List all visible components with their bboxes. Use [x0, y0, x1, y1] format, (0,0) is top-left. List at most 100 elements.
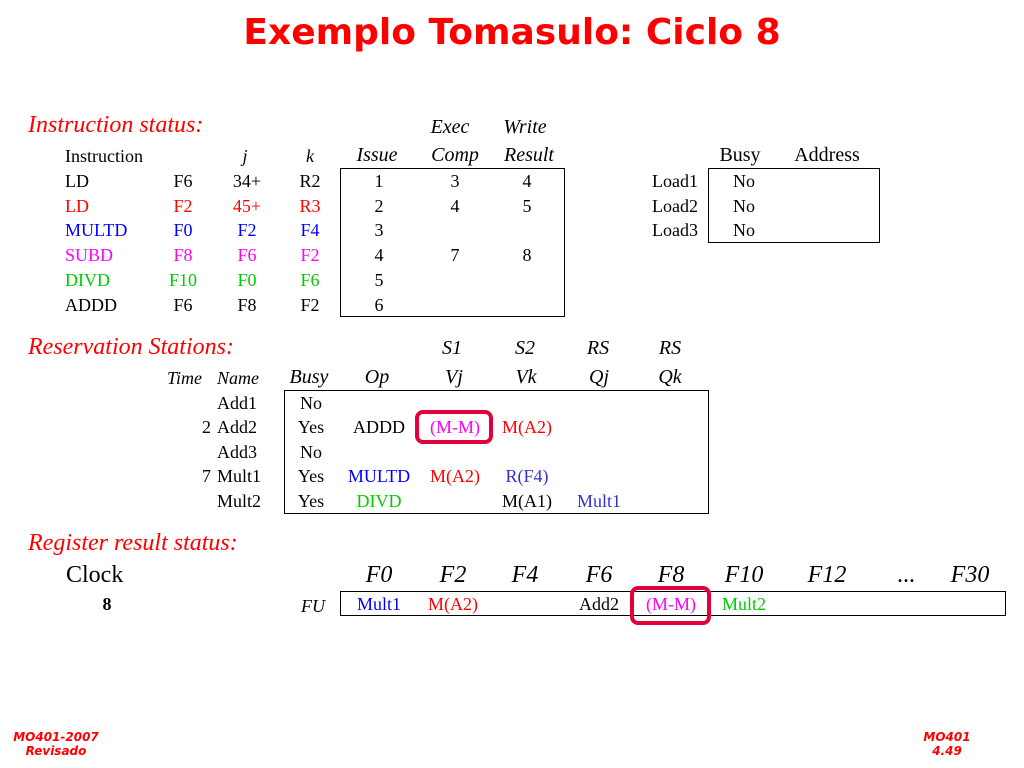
- instruction-status-box: [340, 168, 565, 317]
- issue-cycle: 2: [374, 196, 384, 216]
- load-buffer-busy: No: [733, 196, 755, 216]
- register-name: F4: [511, 562, 539, 588]
- rs-busy: Yes: [297, 491, 325, 511]
- rs-header-2: RS: [658, 337, 682, 359]
- comp-cycle: 3: [450, 171, 460, 191]
- rs-op: ADDD: [353, 417, 405, 437]
- register-name: F8: [657, 562, 685, 588]
- issue-cycle: 5: [374, 270, 384, 290]
- issue-cycle: 1: [374, 171, 384, 191]
- rs-vk: M(A1): [502, 491, 552, 511]
- instruction-k: F2: [300, 295, 320, 315]
- instruction-j: F8: [237, 295, 257, 315]
- register-result-status-label: Register result status:: [28, 530, 238, 556]
- name-header: Name: [217, 368, 259, 388]
- instruction-op: SUBD: [65, 245, 114, 265]
- clock-label: Clock: [66, 562, 124, 588]
- s2-header: S2: [515, 337, 535, 359]
- issue-header: Issue: [356, 144, 398, 166]
- instruction-k: R3: [299, 196, 321, 216]
- rs-qj: Mult1: [576, 491, 622, 511]
- rs-name: Add2: [217, 417, 257, 437]
- address-header: Address: [794, 144, 860, 166]
- comp-cycle: 4: [450, 196, 460, 216]
- register-fu: Add2: [579, 594, 619, 614]
- reservation-stations-label: Reservation Stations:: [28, 334, 234, 360]
- rs-busy: Yes: [297, 417, 325, 437]
- instruction-op: DIVD: [65, 270, 110, 290]
- qk-header: Qk: [658, 366, 682, 388]
- instruction-status-label: Instruction status:: [28, 112, 204, 138]
- instruction-k: F4: [300, 220, 320, 240]
- result-cycle: 5: [522, 196, 532, 216]
- instruction-j: F0: [237, 270, 257, 290]
- instruction-k: R2: [299, 171, 321, 191]
- instruction-j: F2: [237, 220, 257, 240]
- comp-cycle: 7: [450, 245, 460, 265]
- rs-busy: No: [300, 442, 322, 462]
- instruction-dest: F2: [173, 196, 193, 216]
- instruction-j: F6: [237, 245, 257, 265]
- rs-name: Add3: [217, 442, 257, 462]
- register-fu: Mult1: [356, 594, 402, 614]
- write-header: Write: [503, 116, 547, 138]
- rs-name: Mult2: [217, 491, 262, 511]
- vk-header: Vk: [515, 366, 537, 388]
- instruction-dest: F6: [173, 171, 193, 191]
- footer-right-line1: MO401: [923, 730, 971, 744]
- issue-cycle: 6: [374, 295, 384, 315]
- rs-header-1: RS: [586, 337, 610, 359]
- result-header: Result: [504, 144, 554, 166]
- rs-busy: No: [300, 393, 322, 413]
- register-name: F12: [807, 562, 847, 588]
- clock-value: 8: [102, 594, 112, 614]
- instruction-j: 34+: [232, 171, 262, 191]
- j-header: j: [242, 146, 248, 166]
- rs-vk: R(F4): [505, 466, 549, 486]
- register-status-box: [340, 591, 1006, 616]
- exec-header: Exec: [430, 116, 470, 138]
- comp-header: Comp: [431, 144, 479, 166]
- footer-left-line1: MO401-2007: [13, 730, 99, 744]
- rs-busy: Yes: [297, 466, 325, 486]
- footer-right: MO401 4.49: [904, 730, 990, 758]
- register-name: F30: [950, 562, 990, 588]
- instruction-op: LD: [65, 171, 89, 191]
- register-name: F6: [585, 562, 613, 588]
- footer-right-line2: 4.49: [932, 744, 962, 758]
- rs-name: Add1: [217, 393, 257, 413]
- k-header: k: [306, 146, 314, 166]
- rs-vj: (M-M): [430, 417, 480, 437]
- issue-cycle: 3: [374, 220, 384, 240]
- highlight-box-f8: [630, 586, 711, 625]
- load-buffer-busy: No: [733, 220, 755, 240]
- qj-header: Qj: [589, 366, 609, 388]
- footer-left: MO401-2007 Revisado: [6, 730, 106, 758]
- highlight-box-vj: [415, 410, 493, 444]
- instruction-header: Instruction: [65, 146, 143, 166]
- load-buffer-box: [708, 168, 880, 243]
- instruction-k: F6: [300, 270, 320, 290]
- op-header: Op: [364, 366, 390, 388]
- register-name: F0: [365, 562, 393, 588]
- result-cycle: 4: [522, 171, 532, 191]
- load-buffer-name: Load1: [652, 171, 698, 191]
- slide-title: Exemplo Tomasulo: Ciclo 8: [243, 12, 781, 53]
- result-cycle: 8: [522, 245, 532, 265]
- footer-left-line2: Revisado: [25, 744, 87, 758]
- instruction-dest: F8: [173, 245, 193, 265]
- rs-time: 2: [202, 417, 211, 437]
- rs-op: DIVD: [356, 491, 402, 511]
- register-name: F2: [439, 562, 467, 588]
- instruction-dest: F10: [168, 270, 198, 290]
- register-fu: Mult2: [721, 594, 767, 614]
- time-header: Time: [166, 368, 202, 388]
- register-fu: M(A2): [428, 594, 478, 614]
- rs-name: Mult1: [217, 466, 262, 486]
- register-name: ...: [897, 562, 915, 588]
- rs-time: 7: [202, 466, 211, 486]
- instruction-op: MULTD: [65, 220, 128, 240]
- issue-cycle: 4: [374, 245, 384, 265]
- rs-vk: M(A2): [502, 417, 552, 437]
- busy-header: Busy: [719, 144, 761, 166]
